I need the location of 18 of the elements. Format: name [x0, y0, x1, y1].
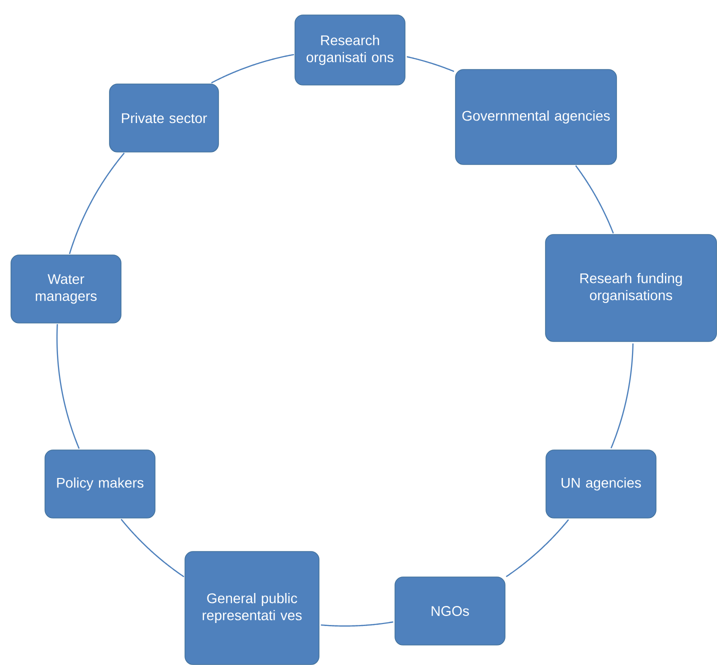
connector-arc — [68, 152, 125, 254]
process-box: UN agencies — [546, 450, 656, 518]
connector-arc — [610, 343, 634, 448]
connector-arc — [56, 324, 80, 449]
process-box: Researh funding organisations — [545, 234, 717, 342]
connector-arc — [320, 621, 394, 627]
process-box: Governmental agencies — [455, 69, 617, 165]
process-box: Water managers — [10, 254, 122, 324]
process-box: Private sector — [109, 84, 219, 152]
connector-arc — [406, 56, 454, 72]
process-box: NGOs — [394, 576, 506, 646]
connector-arc — [506, 519, 569, 578]
connector-arc — [575, 165, 614, 234]
process-box: Research organisati ons — [294, 14, 406, 86]
process-box: General public representati ves — [184, 551, 320, 665]
connector-arc — [211, 54, 294, 84]
process-box: Policy makers — [44, 450, 156, 518]
connector-arc — [120, 518, 184, 578]
